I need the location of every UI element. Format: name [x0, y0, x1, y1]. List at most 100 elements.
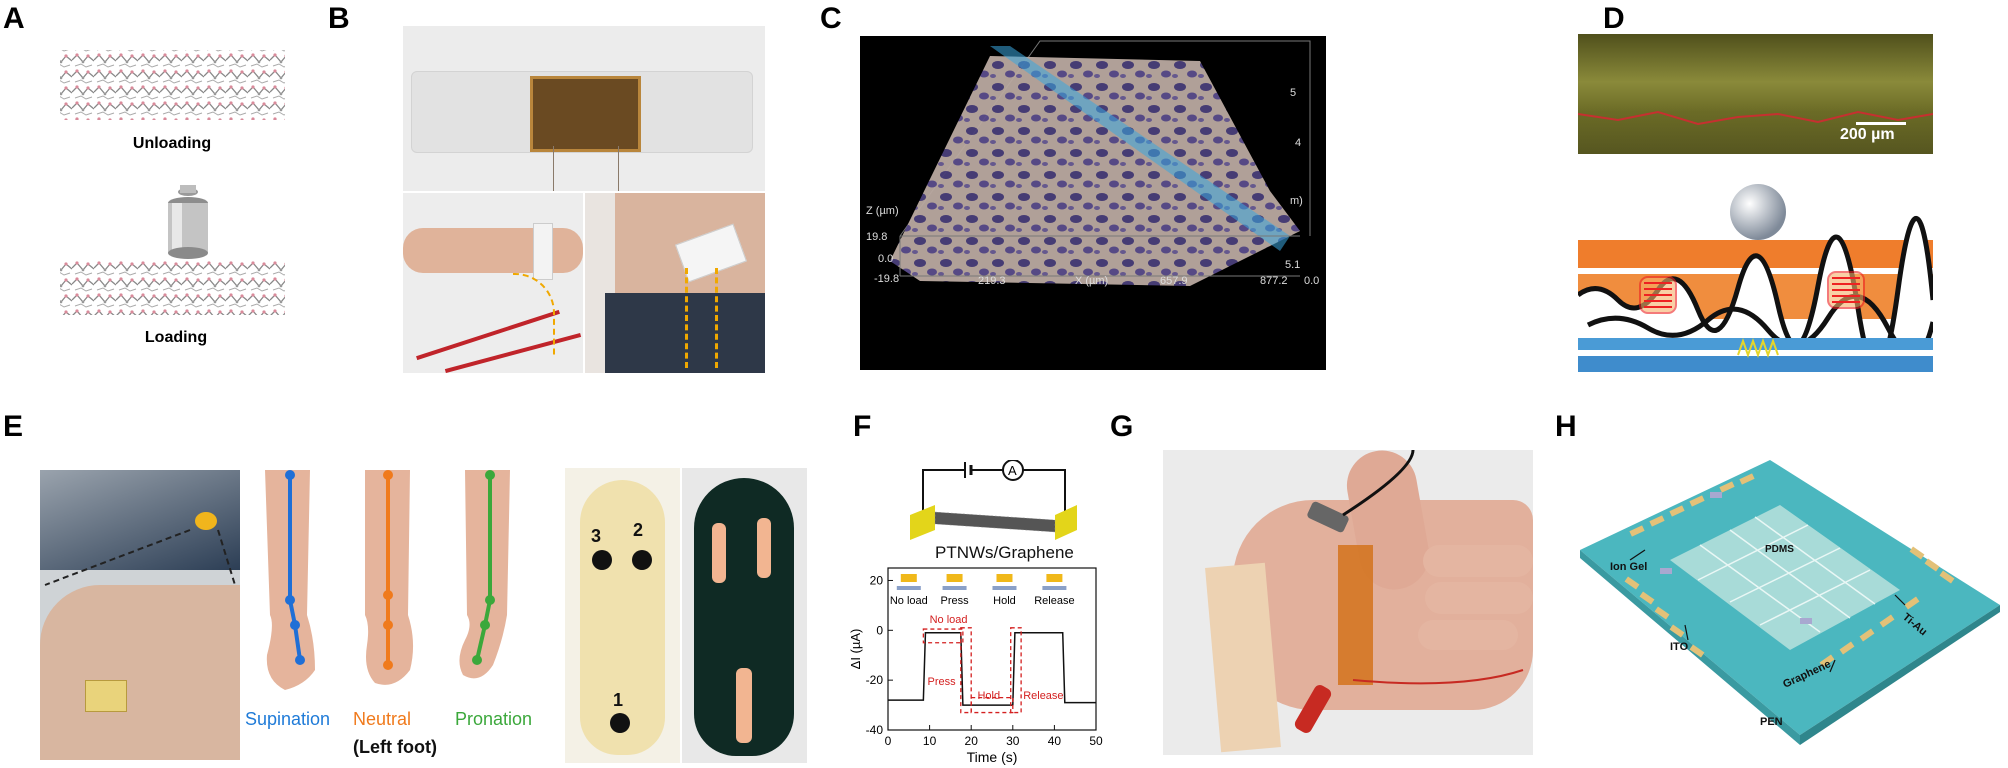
x-tick-label: 40 — [1048, 734, 1062, 748]
substrate — [1578, 356, 1933, 372]
neck-photo — [585, 193, 765, 373]
hold-box — [970, 696, 1014, 714]
release-box — [1010, 627, 1022, 714]
wrist-band — [533, 223, 553, 280]
sensor-point — [632, 550, 652, 570]
foot-posture-illustration: Supination Neutral Pronation (Left foot) — [245, 470, 532, 757]
panel-label-b: B — [328, 2, 350, 35]
material-label: PTNWs/Graphene — [935, 543, 1074, 562]
state-sensor-icon — [992, 586, 1017, 590]
sphere-indenter — [1730, 184, 1786, 240]
rough-interface — [1578, 218, 1933, 369]
y-tick-label: -20 — [866, 673, 884, 687]
state-label: Hold — [993, 595, 1016, 607]
finger — [1418, 620, 1518, 650]
cables — [1342, 450, 1524, 685]
panel-a-figure: Unloading Loading — [60, 50, 285, 346]
x-tick-label: 10 — [923, 734, 937, 748]
supination-label: Supination — [245, 709, 330, 729]
bottom-film — [1578, 350, 1933, 356]
panel-label-e: E — [3, 410, 24, 443]
right-tick: 5 — [1290, 87, 1296, 99]
molecule-layer-loaded — [60, 260, 285, 315]
electrode-pads — [1624, 473, 1955, 668]
spring-icon — [1639, 276, 1677, 314]
zoom-lines — [44, 529, 236, 586]
spring-icon — [1737, 338, 1779, 358]
circuit-diagram: A — [910, 460, 1077, 540]
supination-line — [288, 475, 302, 661]
ammeter-label: A — [1008, 463, 1017, 478]
molecule-layer-unloaded — [60, 50, 285, 120]
x-tick-label: 20 — [965, 734, 979, 748]
current-trace — [888, 632, 1096, 706]
pronation-label: Pronation — [455, 709, 532, 729]
panel-label-h: H — [1555, 410, 1577, 443]
hold-annotation: Hold — [977, 690, 1000, 702]
state-sensor-icon — [896, 586, 921, 590]
sensor-strip — [712, 523, 726, 583]
x-axis-label: Time (s) — [967, 749, 1018, 765]
y-tick-label: 0 — [876, 623, 883, 637]
right-tick: 0.0 — [1304, 275, 1319, 287]
x-tick: 657.9 — [1160, 275, 1188, 287]
z-tick: 0.0 — [878, 253, 893, 265]
shoe-heel-photo — [40, 470, 240, 760]
heel-sensor — [85, 680, 127, 712]
press-box — [960, 627, 972, 714]
sensor-strip — [757, 518, 771, 578]
panel-label-g: G — [1110, 410, 1134, 443]
orange-sensor — [1338, 545, 1373, 685]
panel-label-d: D — [1603, 2, 1625, 35]
pronation-line — [475, 475, 492, 661]
leg-pronation — [459, 470, 510, 679]
state-sensor-icon — [942, 586, 967, 590]
right-tick: m) — [1290, 195, 1303, 207]
finger — [1423, 545, 1533, 577]
pdms-grid — [1697, 516, 1876, 633]
y-axis-label: ΔI (µA) — [848, 629, 863, 670]
unloading-label: Unloading — [133, 135, 211, 152]
circuit-wire — [922, 469, 965, 515]
weight-icon — [168, 185, 208, 259]
right-tick: 5.1 — [1285, 259, 1300, 271]
microscope-image: 200 µm — [1578, 34, 1933, 154]
insole-bottom-photo — [682, 468, 807, 763]
device-array-schematic: Ion Gel PDMS ITO Ti-Au Graphene PEN — [1580, 460, 2000, 745]
graphene-film — [935, 512, 1055, 532]
circuit-wire — [1023, 469, 1066, 515]
scale-bar — [1856, 122, 1906, 125]
press-annotation: Press — [928, 676, 957, 688]
plot-frame — [887, 567, 1097, 731]
x-tick: 219.3 — [978, 275, 1006, 287]
surface-rendering: Z (µm) 19.8 0.0 -19.8 219.3 X (µm) 657.9… — [866, 40, 1319, 287]
pdms-label: PDMS — [1765, 544, 1794, 555]
y-tick-label: 20 — [870, 573, 884, 587]
point-label: 2 — [633, 520, 644, 540]
hand-sensor-photo — [1163, 450, 1533, 755]
z-tick: -19.8 — [874, 273, 899, 285]
state-pressure-icon — [996, 574, 1013, 582]
right-tick: 4 — [1295, 137, 1301, 149]
z-axis-label: Z (µm) — [866, 205, 899, 217]
graphene-lattice — [934, 511, 1056, 533]
y-tick-label: -40 — [866, 723, 884, 737]
surface-3d-plot: Z (µm) 19.8 0.0 -19.8 219.3 X (µm) 657.9… — [860, 36, 1326, 370]
x-tick: 877.2 — [1260, 275, 1288, 287]
sensor-patch-photo — [403, 26, 765, 191]
lead-wire — [715, 268, 721, 368]
x-tick-label: 0 — [885, 734, 892, 748]
pdms-layer — [1670, 505, 1900, 650]
sensor-strip — [736, 668, 752, 743]
porous-surface — [890, 56, 1300, 286]
pressure-mechanism-diagram — [1578, 184, 1933, 372]
cross-section-plane — [990, 46, 1290, 251]
bottom-electrode — [1578, 338, 1933, 350]
x-tick-label: 50 — [1089, 734, 1103, 748]
lead-wire — [513, 273, 555, 355]
state-pressure-icon — [900, 574, 917, 582]
sensor-dot — [195, 512, 217, 530]
loading-label: Loading — [145, 329, 207, 346]
state-pressure-icon — [946, 574, 963, 582]
